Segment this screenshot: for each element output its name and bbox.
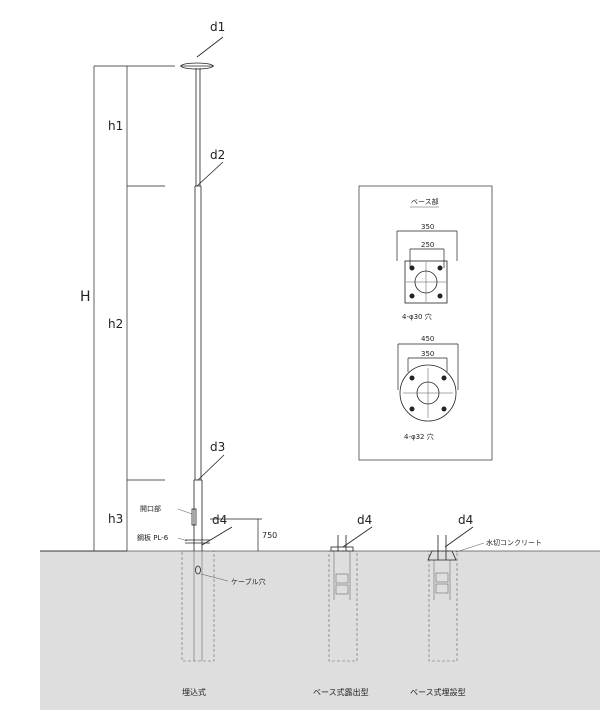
square-inner-dim: 250 — [421, 241, 434, 249]
label-H: H — [80, 289, 91, 305]
label-d3: d3 — [210, 440, 225, 454]
label-d4-exposed: d4 — [357, 513, 372, 527]
d3-leader — [197, 454, 225, 481]
label-h3: h3 — [108, 512, 123, 526]
round-holes: 4-φ32 穴 — [404, 432, 434, 441]
base-detail-title: ベース部 — [411, 197, 439, 206]
square-holes: 4-φ30 穴 — [402, 312, 432, 321]
label-type-base-embedded: ベース式埋設型 — [410, 687, 466, 697]
d1-leader — [196, 36, 224, 58]
base-detail-box — [358, 185, 493, 461]
base-exposed-pole — [328, 535, 358, 662]
ground — [40, 551, 600, 710]
label-opening: 開口部 — [140, 504, 161, 513]
base-embedded-pole — [427, 535, 458, 662]
label-type-base-exposed: ベース式露出型 — [313, 687, 369, 697]
label-d4-embedded: d4 — [458, 513, 473, 527]
dim-750 — [210, 518, 262, 551]
label-d1: d1 — [210, 20, 225, 34]
label-water-cut: 水切コンクリート — [486, 538, 542, 547]
label-h2: h2 — [108, 317, 123, 331]
round-base-plate — [397, 343, 459, 422]
main-pole — [180, 62, 229, 662]
d4-embedded-leader — [444, 526, 474, 548]
label-750: 750 — [262, 531, 277, 540]
d4-leader — [201, 526, 233, 546]
d2-leader — [196, 161, 224, 187]
height-dimensions — [40, 65, 175, 552]
square-outer-dim: 350 — [421, 223, 434, 231]
label-d4: d4 — [212, 513, 227, 527]
label-type-buried: 埋込式 — [182, 687, 206, 697]
label-h1: h1 — [108, 119, 123, 133]
label-cable-hole: ケーブル穴 — [231, 577, 266, 586]
label-plate: 鋼板 PL-6 — [137, 533, 169, 542]
round-outer-dim: 450 — [421, 335, 434, 343]
d4-exposed-leader — [342, 526, 373, 548]
square-base-plate — [396, 230, 458, 304]
label-d2: d2 — [210, 148, 225, 162]
round-inner-dim: 350 — [421, 350, 434, 358]
